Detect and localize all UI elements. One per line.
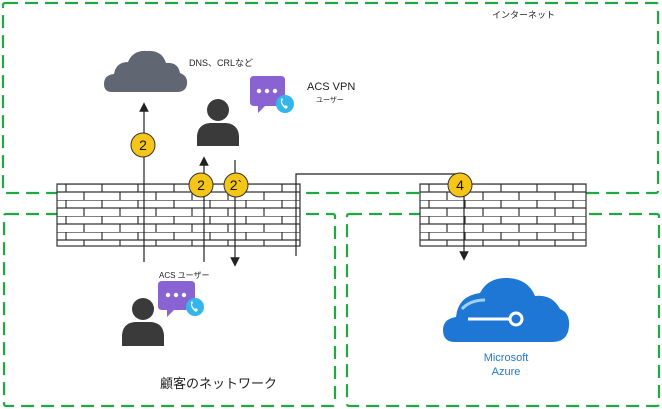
- step-badge: 4: [447, 172, 473, 198]
- person-icon: [197, 99, 239, 146]
- azure-label-line1: Microsoft: [484, 352, 529, 364]
- svg-text:2: 2: [197, 177, 205, 193]
- step-badge: 2: [130, 132, 156, 158]
- svg-text:4: 4: [456, 177, 464, 193]
- firewall-icon: [419, 183, 587, 247]
- internet-zone-label: インターネット: [492, 10, 555, 20]
- acs-vpn-title: ACS VPN: [307, 81, 355, 93]
- acs-vpn-subtitle: ユーザー: [316, 96, 344, 104]
- svg-text:2`: 2`: [230, 177, 242, 193]
- customer-network-label: 顧客のネットワーク: [160, 376, 277, 391]
- azure-zone: [345, 212, 661, 408]
- step-badge: 2`: [223, 172, 249, 198]
- dns-crl-label: DNS、CRLなど: [189, 58, 253, 68]
- cloud-icon: [104, 50, 188, 92]
- internet-zone: [1, 1, 660, 195]
- person-icon: [122, 298, 164, 346]
- acs-user-label: ACS ユーザー: [159, 271, 210, 280]
- step-badge: 2: [188, 172, 214, 198]
- svg-text:2: 2: [139, 137, 147, 153]
- chat-phone-icon: [158, 281, 204, 317]
- chat-phone-icon: [250, 76, 294, 113]
- firewall-icon: [56, 183, 301, 247]
- azure-cloud-icon: [443, 277, 570, 342]
- azure-label-line2: Azure: [492, 366, 521, 378]
